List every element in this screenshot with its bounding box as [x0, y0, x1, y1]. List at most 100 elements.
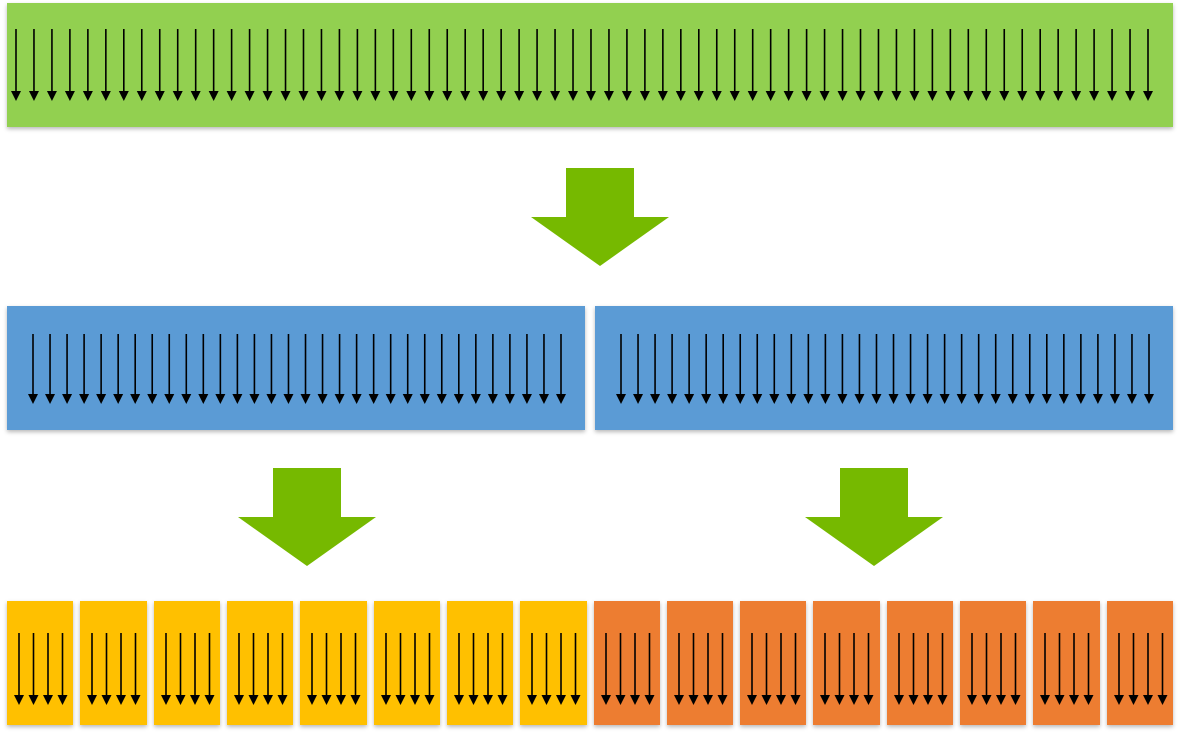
thread-arrow-icon — [633, 334, 644, 404]
thread-arrow-icon — [909, 29, 920, 101]
thread-arrow-icon — [307, 633, 318, 705]
thread-arrows-group — [616, 334, 1154, 404]
thread-arrows-group — [600, 633, 654, 705]
thread-arrow-icon — [973, 334, 984, 404]
thread-arrow-icon — [244, 29, 255, 101]
thread-arrow-icon — [603, 29, 614, 101]
thread-arrow-icon — [460, 29, 471, 101]
level-3-block — [7, 601, 74, 725]
thread-arrow-icon — [1089, 29, 1100, 101]
thread-arrow-icon — [908, 633, 919, 705]
thread-arrow-icon — [568, 29, 579, 101]
thread-arrow-icon — [927, 29, 938, 101]
thread-arrow-icon — [336, 633, 347, 705]
thread-arrow-icon — [385, 334, 396, 404]
thread-arrow-icon — [1109, 334, 1120, 404]
thread-arrows-group — [453, 633, 508, 705]
thread-arrow-icon — [837, 29, 848, 101]
thread-arrow-icon — [321, 633, 332, 705]
thread-arrow-icon — [644, 633, 654, 705]
thread-arrow-icon — [675, 29, 686, 101]
thread-arrow-icon — [300, 334, 311, 404]
thread-arrow-icon — [64, 29, 75, 101]
thread-arrow-icon — [233, 633, 244, 705]
level-3-block — [300, 601, 367, 725]
thread-arrow-icon — [147, 334, 158, 404]
thread-arrows-group — [87, 633, 141, 705]
thread-arrow-icon — [388, 29, 399, 101]
thread-arrow-icon — [803, 334, 814, 404]
thread-arrow-icon — [629, 633, 640, 705]
thread-arrow-icon — [478, 29, 489, 101]
thread-arrows-group — [14, 633, 68, 705]
thread-arrow-icon — [937, 633, 948, 705]
thread-arrow-icon — [711, 29, 722, 101]
thread-arrow-icon — [232, 334, 243, 404]
level-3-block — [153, 601, 220, 725]
thread-arrow-icon — [639, 29, 650, 101]
thread-arrow-icon — [747, 633, 758, 705]
thread-arrow-icon — [130, 334, 141, 404]
thread-arrow-icon — [28, 633, 39, 705]
thread-arrow-icon — [717, 633, 728, 705]
thread-arrow-icon — [419, 334, 430, 404]
thread-arrow-icon — [834, 633, 845, 705]
thread-arrows-group — [967, 633, 1021, 705]
thread-arrow-icon — [208, 29, 219, 101]
thread-arrow-icon — [226, 29, 237, 101]
thread-arrow-icon — [96, 334, 107, 404]
level-3-block — [80, 601, 147, 725]
thread-arrow-icon — [453, 633, 464, 705]
thread-arrow-icon — [11, 29, 21, 101]
thread-arrow-icon — [621, 29, 632, 101]
thread-arrow-icon — [28, 334, 38, 404]
thread-arrow-icon — [527, 633, 538, 705]
down-arrow-icon — [805, 468, 943, 566]
level-3-block — [1106, 601, 1173, 725]
thread-arrow-icon — [1071, 29, 1082, 101]
thread-arrow-icon — [1128, 633, 1139, 705]
thread-arrow-icon — [1053, 29, 1064, 101]
thread-arrow-icon — [657, 29, 668, 101]
thread-arrow-icon — [154, 29, 165, 101]
thread-arrow-icon — [550, 29, 561, 101]
thread-arrow-icon — [136, 29, 147, 101]
thread-arrow-icon — [673, 633, 684, 705]
thread-arrow-icon — [1126, 334, 1137, 404]
thread-arrow-icon — [57, 633, 68, 705]
thread-arrow-icon — [693, 29, 704, 101]
thread-arrow-icon — [1142, 633, 1153, 705]
thread-arrow-icon — [863, 633, 874, 705]
down-arrow-icon — [238, 468, 376, 566]
thread-arrow-icon — [849, 633, 860, 705]
thread-arrow-icon — [1143, 29, 1153, 101]
thread-arrow-icon — [945, 29, 956, 101]
thread-arrow-icon — [1040, 633, 1051, 705]
thread-arrow-icon — [62, 334, 73, 404]
thread-arrow-icon — [996, 633, 1007, 705]
thread-arrow-icon — [316, 29, 327, 101]
thread-arrow-icon — [164, 334, 175, 404]
thread-arrow-icon — [752, 334, 763, 404]
thread-arrow-icon — [79, 334, 90, 404]
thread-arrow-icon — [873, 29, 884, 101]
thread-arrow-icon — [718, 334, 729, 404]
thread-arrow-icon — [786, 334, 797, 404]
thread-arrow-icon — [262, 29, 273, 101]
thread-arrow-icon — [172, 29, 183, 101]
thread-arrow-icon — [1035, 29, 1046, 101]
thread-arrow-icon — [352, 29, 363, 101]
thread-arrow-icon — [905, 334, 916, 404]
thread-arrow-icon — [130, 633, 141, 705]
thread-arrow-icon — [820, 334, 831, 404]
level-2-block — [595, 306, 1173, 430]
level-3-block — [740, 601, 807, 725]
thread-arrow-icon — [160, 633, 171, 705]
thread-arrow-icon — [776, 633, 787, 705]
thread-arrow-icon — [402, 334, 413, 404]
thread-arrow-icon — [87, 633, 98, 705]
thread-arrow-icon — [100, 29, 111, 101]
thread-arrow-icon — [888, 334, 899, 404]
thread-arrow-icon — [424, 633, 435, 705]
